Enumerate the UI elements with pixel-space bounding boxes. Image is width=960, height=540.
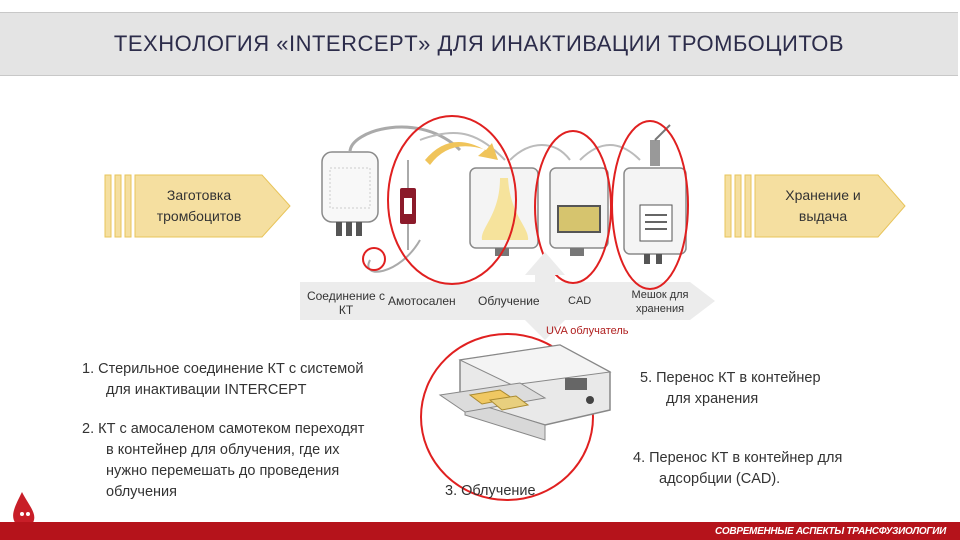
right-process-arrow [724,174,906,238]
step-3: 3. Облучение [445,481,536,502]
step-4-line2: адсорбции (CAD). [659,471,781,487]
footer-bar [0,522,960,540]
connector-arrow [525,252,565,340]
connection-label-line1: Соединение с [306,289,386,303]
cad-label: CAD [568,295,592,307]
title-bar: ТЕХНОЛОГИЯ «INTERCEPT» ДЛЯ ИНАКТИВАЦИИ Т… [0,12,958,76]
step-4-line1: Перенос КТ в контейнер для [649,450,843,466]
left-arrow-line1: Заготовка [166,187,232,203]
highlight-circle-irradiation [387,115,517,285]
connection-label: Соединение с КТ [305,289,387,317]
step-4-number: 4. [633,450,646,466]
page-title: ТЕХНОЛОГИЯ «INTERCEPT» ДЛЯ ИНАКТИВАЦИИ Т… [113,31,845,56]
irradiation-label: Облучение [478,294,540,308]
amotosalen-label: Амотосален [388,294,456,308]
step-2-line4: облучения [106,484,178,500]
right-arrow-label: Хранение и выдача [768,185,878,227]
highlight-circle-uva [420,333,594,501]
step-4: 4. Перенос КТ в контейнер для адсорбции … [633,448,893,490]
right-arrow-line1: Хранение и [785,187,861,203]
right-arrow-line2: выдача [798,208,848,224]
highlight-circle-cad [534,130,612,284]
step-1-number: 1. [82,361,95,377]
amotosalen-container [400,160,416,250]
grey-process-arrow [300,282,715,320]
cad-bag [549,167,609,256]
uva-illuminator [438,344,612,441]
storage-bag-line2: хранения [635,303,685,315]
uva-label: UVA облучатель [546,325,629,337]
footer-text: СОВРЕМЕННЫЕ АСПЕКТЫ ТРАНСФУЗИОЛОГИИ [715,526,946,537]
step-3-text: Облучение [461,483,536,499]
highlight-circle-storage [611,120,689,290]
highlight-circle-connection [362,247,386,271]
step-1: 1. Стерильное соединение КТ с системой д… [82,359,422,401]
step-2-line3: нужно перемешать до проведения [106,463,340,479]
step-5: 5. Перенос КТ в контейнер для хранения [640,368,880,410]
flow-arrow [425,142,498,165]
irradiation-bag [469,167,539,256]
step-2-line1: КТ с амосаленом самотеком переходят [98,421,365,437]
step-1-line1: Стерильное соединение КТ с системой [98,361,364,377]
logo-drop [13,492,35,528]
step-1-line2: для инактивации INTERCEPT [106,382,307,398]
step-5-number: 5. [640,370,653,386]
platelet-bag [321,125,462,236]
storage-bag-label: Мешок для хранения [622,288,698,316]
step-2-line2: в контейнер для облучения, где их [106,442,340,458]
step-3-number: 3. [445,483,458,499]
step-5-line2: для хранения [666,391,759,407]
left-process-arrow [104,174,291,238]
step-2-number: 2. [82,421,95,437]
step-5-line1: Перенос КТ в контейнер [656,370,821,386]
step-2: 2. КТ с амосаленом самотеком переходят в… [82,419,422,503]
storage-bag-line1: Мешок для [631,289,689,301]
storage-bag [623,124,687,264]
left-arrow-label: Заготовка тромбоцитов [140,185,258,227]
connection-label-line2: КТ [338,303,354,317]
left-arrow-line2: тромбоцитов [156,208,242,224]
